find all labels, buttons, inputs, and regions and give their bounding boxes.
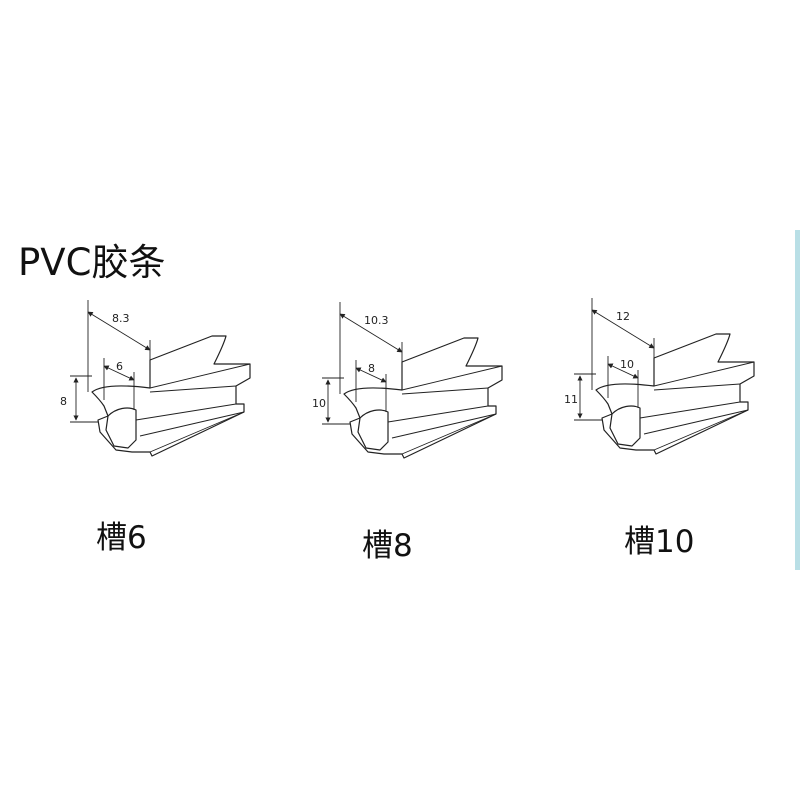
profile-channel	[357, 409, 389, 451]
dim-top-width	[591, 309, 655, 349]
caption-slot-10: 槽10	[624, 524, 695, 560]
profile-rail-bottom	[401, 413, 497, 455]
label-height: 10	[312, 397, 326, 410]
profile-ridge-inner	[149, 385, 237, 393]
profile-ridge	[149, 363, 251, 389]
label-inner-width: 10	[620, 358, 634, 371]
profile-slot-6: 8.3 6 8	[60, 300, 251, 457]
profile-slot-8: 10.3 8 10	[312, 302, 503, 459]
profile-rail-mid	[391, 413, 497, 439]
profile-rail-bottom	[653, 409, 749, 451]
profile-rail-top	[387, 405, 489, 423]
profile-ridge-inner	[401, 387, 489, 395]
profile-ridge-inner	[653, 383, 741, 391]
label-height: 11	[564, 393, 578, 406]
dim-inner-width	[607, 363, 639, 379]
profile-channel	[609, 405, 641, 447]
dim-top-width	[339, 313, 403, 353]
label-inner-width: 6	[116, 360, 123, 373]
profile-rail-mid	[139, 411, 245, 437]
profile-rail-top	[135, 403, 237, 421]
dim-inner-width	[103, 365, 135, 381]
dim-top-width	[87, 311, 151, 351]
profile-outline	[343, 337, 503, 459]
profile-rail-mid	[643, 409, 749, 435]
label-height: 8	[60, 395, 67, 408]
profile-rail-top	[639, 401, 741, 419]
profile-channel	[105, 407, 137, 449]
right-edge-accent	[795, 230, 800, 570]
page-title: PVC胶条	[18, 241, 166, 284]
label-top-width: 10.3	[364, 314, 389, 327]
profile-outline	[91, 335, 251, 457]
dim-inner-width	[355, 367, 387, 383]
caption-slot-8: 槽8	[362, 528, 413, 564]
caption-slot-6: 槽6	[96, 520, 147, 556]
label-inner-width: 8	[368, 362, 375, 375]
profile-rail-bottom	[149, 411, 245, 453]
profile-outline	[595, 333, 755, 455]
profile-ridge	[653, 361, 755, 387]
label-top-width: 12	[616, 310, 630, 323]
profile-ridge	[401, 365, 503, 391]
label-top-width: 8.3	[112, 312, 130, 325]
profile-slot-10: 12 10 11	[564, 298, 755, 455]
